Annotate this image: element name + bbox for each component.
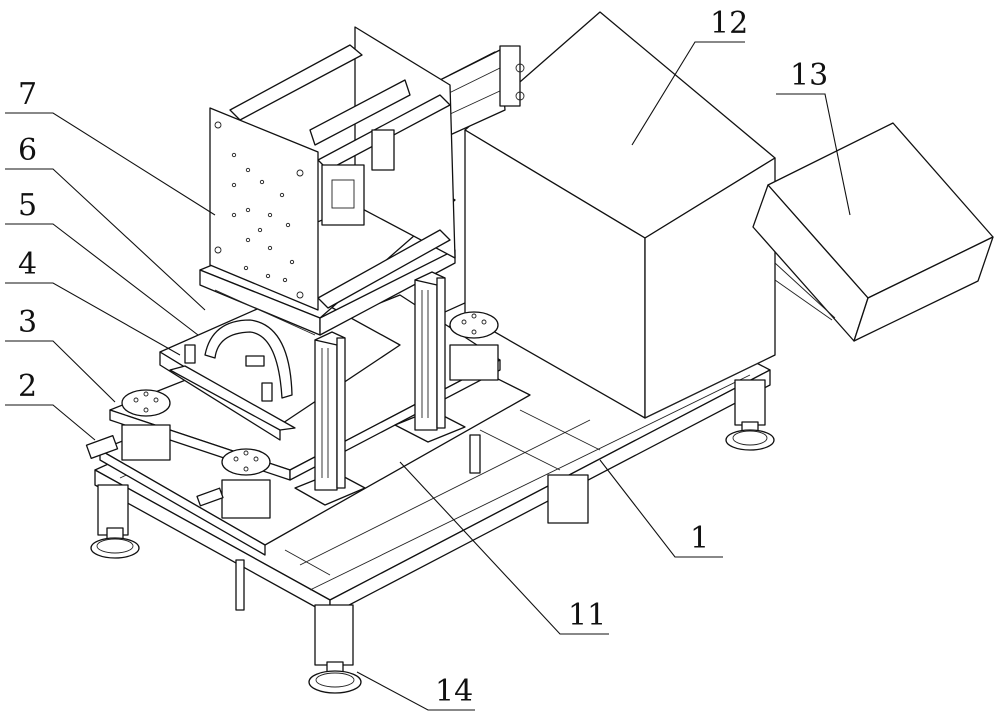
leader-1: [599, 459, 723, 558]
inclined-control-box: [752, 122, 994, 342]
cabinet-box: [464, 11, 776, 419]
callout-14: 14: [435, 674, 473, 709]
frame-legs: [97, 379, 766, 666]
callout-11: 11: [568, 598, 606, 633]
leader-6: [5, 168, 206, 311]
leader-5: [5, 223, 199, 336]
vibration-isolator: [449, 311, 499, 381]
leader-3: [5, 340, 116, 403]
leveling-foot: [725, 421, 775, 451]
leader-lines: [5, 41, 851, 711]
callout-6: 6: [18, 133, 37, 168]
leader-11: [399, 461, 609, 635]
leader-2: [5, 404, 96, 441]
callout-1: 1: [690, 521, 709, 556]
leader-12: [631, 41, 745, 146]
leader-14: [356, 671, 475, 711]
vertical-guide-posts: [294, 271, 466, 506]
arc-clamp-fixture: [204, 319, 293, 399]
callout-7: 7: [18, 77, 37, 112]
callout-4: 4: [18, 247, 37, 282]
vibration-isolator: [121, 389, 171, 461]
callout-13: 13: [790, 58, 828, 93]
callout-5: 5: [18, 188, 37, 223]
callout-12: 12: [710, 6, 748, 41]
leader-7: [5, 112, 216, 216]
leveling-feet: [90, 421, 775, 694]
vertical-guide-post: [394, 271, 466, 443]
leader-4: [5, 282, 181, 356]
callout-3: 3: [18, 305, 37, 340]
callouts: 7 6 5 4 3 2 12 13 1 11 14: [18, 6, 828, 709]
leader-13: [776, 93, 851, 216]
mounting-holes: [214, 121, 304, 299]
vertical-guide-post: [294, 331, 366, 506]
isolator-adjust-screw: [85, 434, 224, 507]
vibration-isolator: [221, 448, 271, 519]
vibration-isolators: [85, 311, 499, 519]
mold-frame-box: [199, 26, 456, 336]
callout-2: 2: [18, 369, 37, 404]
leveling-foot: [90, 527, 140, 559]
leveling-foot: [308, 661, 362, 694]
